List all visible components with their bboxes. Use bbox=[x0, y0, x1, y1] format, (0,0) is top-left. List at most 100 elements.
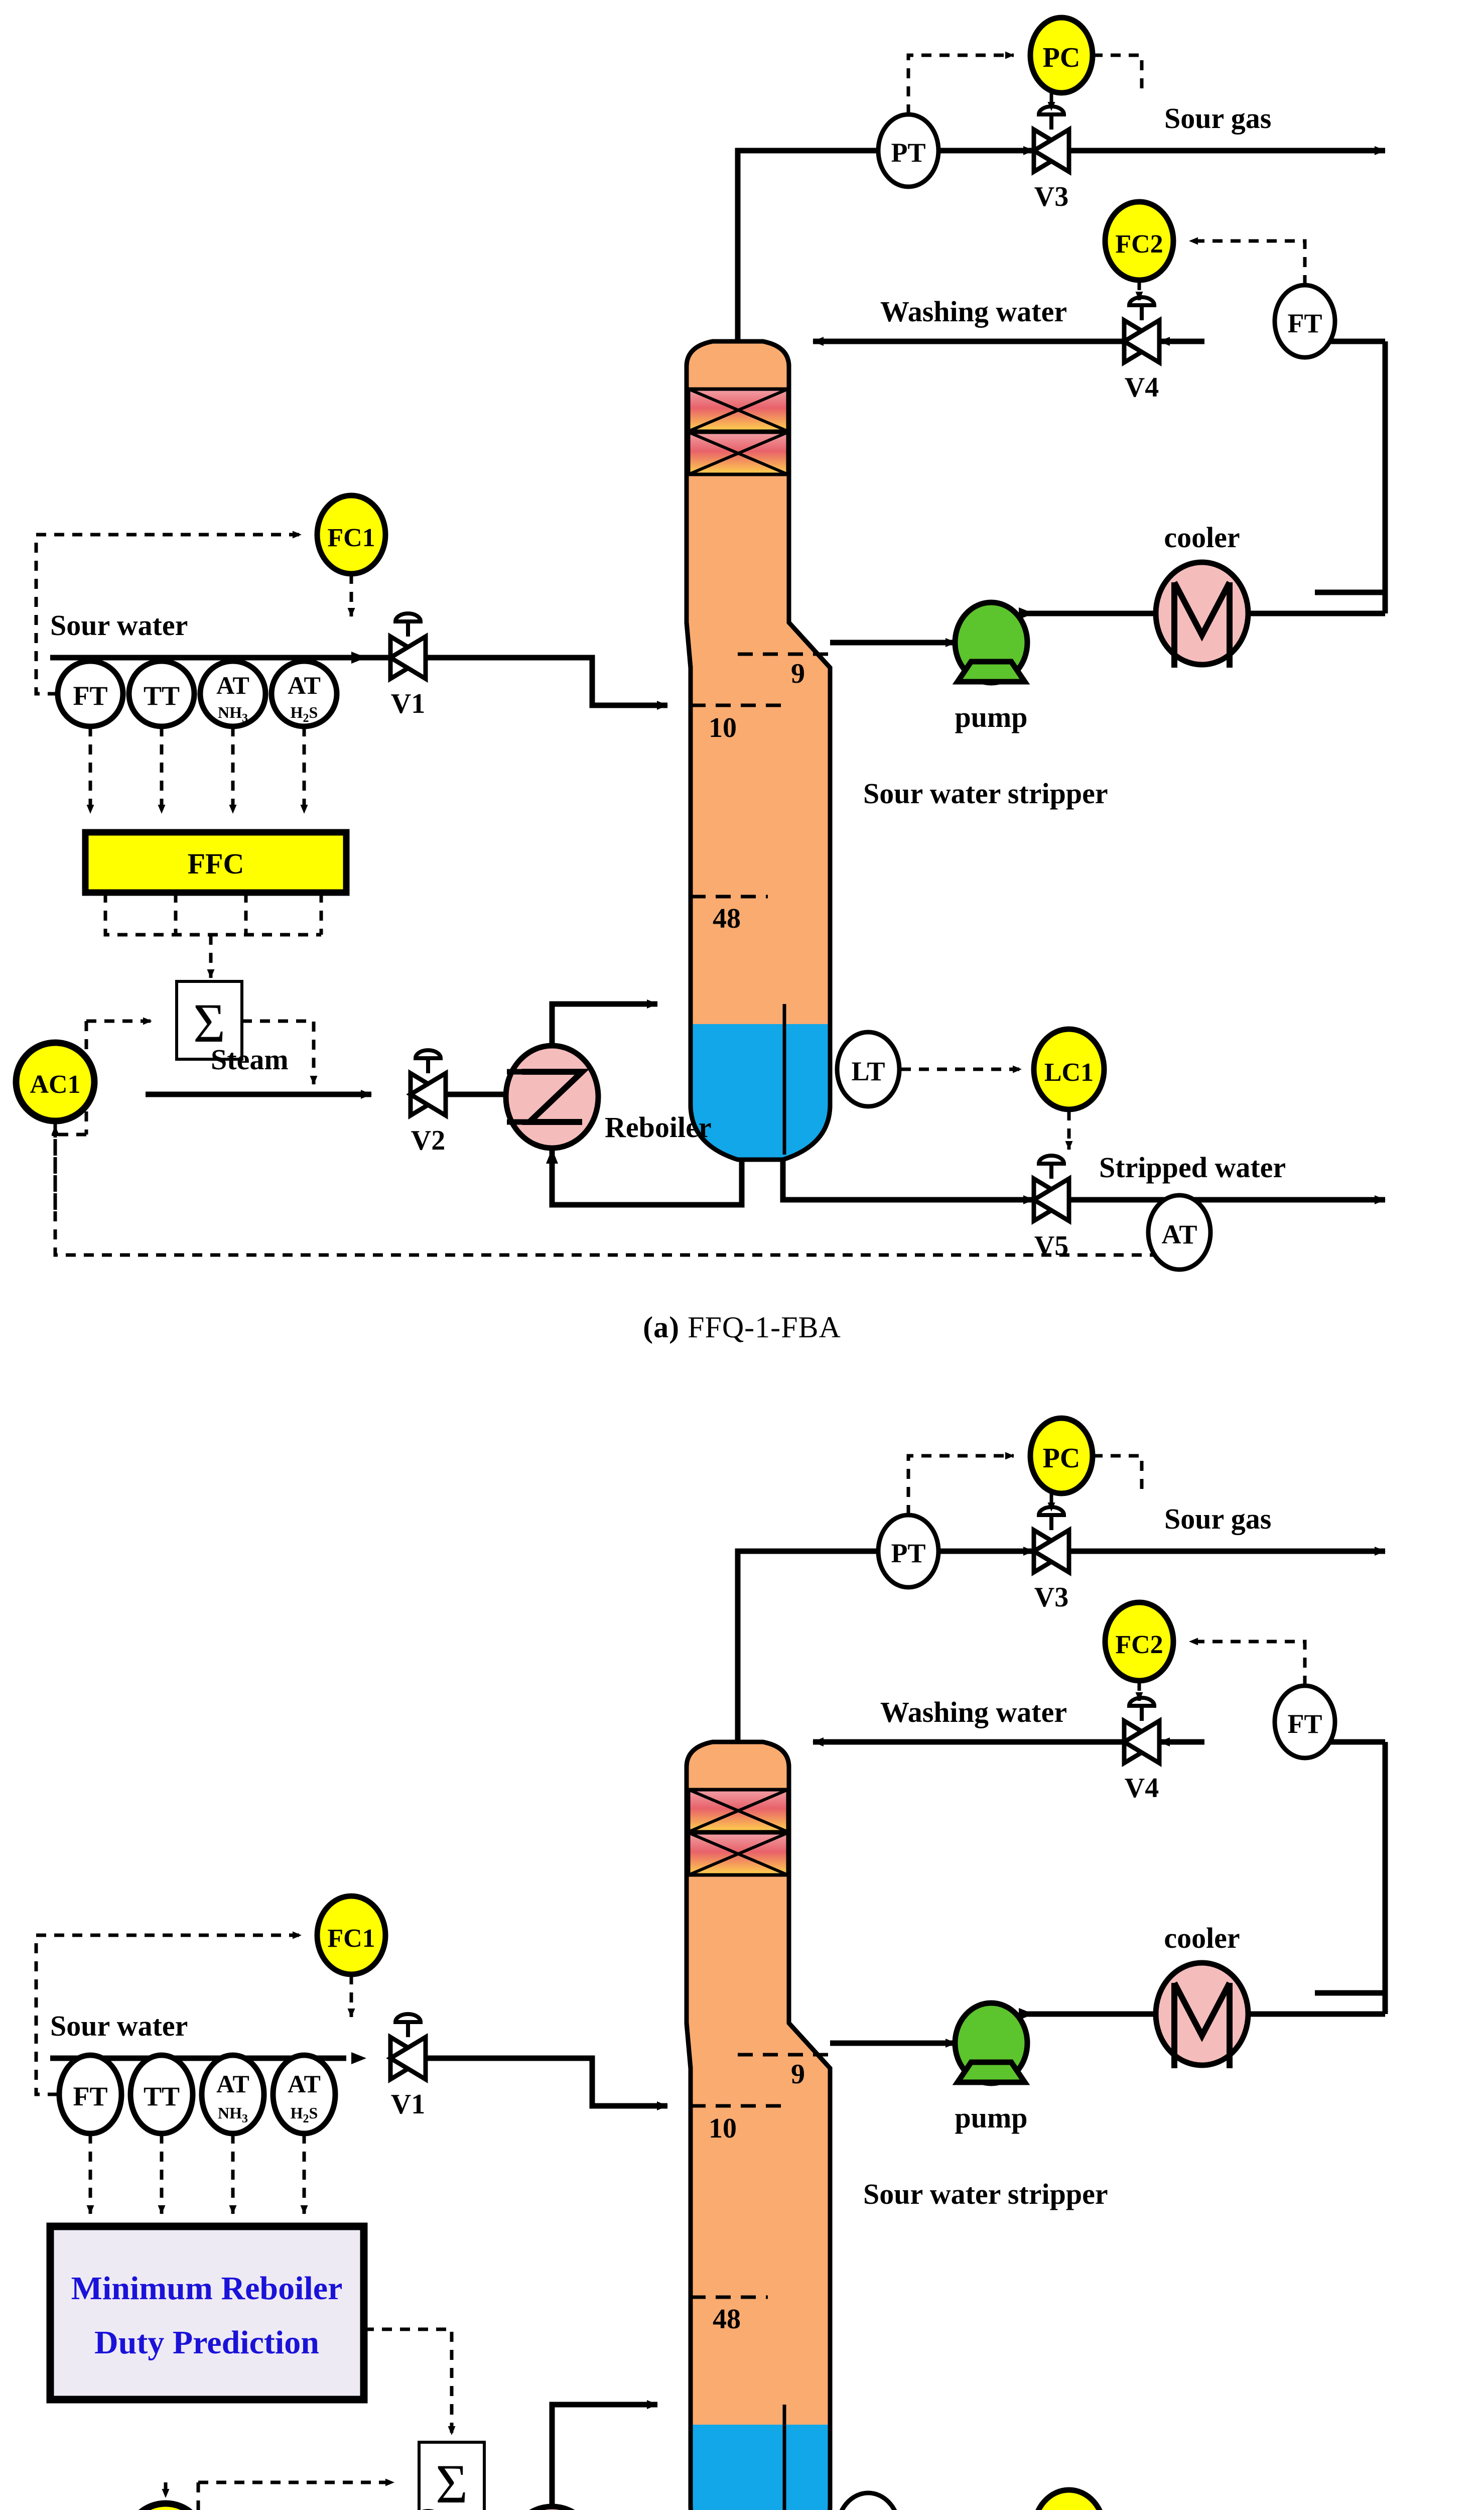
washing-water-label-a: Washing water bbox=[880, 295, 1067, 328]
instrument-lt-b[interactable]: LT bbox=[837, 2490, 899, 2510]
tray-label-9-b: 9 bbox=[791, 2059, 805, 2090]
valve-v3-label-b: V3 bbox=[1034, 1582, 1068, 1613]
instrument-lt-a[interactable]: LT bbox=[835, 1030, 902, 1109]
instrument-fc2-label-b: FC2 bbox=[1115, 1630, 1163, 1659]
sensor-ft-a[interactable]: FT bbox=[55, 658, 126, 729]
ffc-block-a: FFC bbox=[82, 829, 350, 896]
reboiler-label-a: Reboiler bbox=[605, 1111, 712, 1144]
sensor-tt-b[interactable]: TT bbox=[127, 2052, 196, 2137]
instrument-pt-b[interactable]: PT bbox=[876, 1513, 941, 1590]
cooler-a bbox=[1153, 341, 1388, 668]
sensor-ft-b[interactable]: FT bbox=[56, 2052, 124, 2137]
ffc-block-label-a: FFC bbox=[188, 847, 244, 880]
pump-b bbox=[830, 2000, 1154, 2086]
tray-marks-b bbox=[691, 2053, 830, 2299]
valve-v2-a[interactable] bbox=[406, 1048, 450, 1119]
instrument-at-outlet-a[interactable]: AT bbox=[1146, 1193, 1213, 1272]
sour-gas-label-b: Sour gas bbox=[1164, 1502, 1271, 1535]
sensor-tt-a[interactable]: TT bbox=[126, 658, 197, 729]
packing-bed-lower-b bbox=[687, 1831, 790, 1877]
sensor-at-h2s-label-b: AT bbox=[288, 2070, 321, 2098]
cooler-label-a: cooler bbox=[1164, 521, 1240, 554]
panel-a-caption-prefix: (a) bbox=[643, 1311, 680, 1344]
instrument-pc-a[interactable]: PC bbox=[1027, 15, 1096, 96]
instrument-lc1-label-a: LC1 bbox=[1044, 1058, 1094, 1087]
column-label-b: Sour water stripper bbox=[863, 2178, 1108, 2210]
packing-bed-lower-a bbox=[687, 430, 790, 476]
sensor-at-nh3-b[interactable]: AT NH3 bbox=[199, 2052, 267, 2137]
stripped-water-line-a bbox=[780, 1160, 1386, 1204]
tray-label-10-b: 10 bbox=[709, 2113, 737, 2144]
tray-marks-a bbox=[691, 652, 830, 899]
cooler-b bbox=[1153, 1742, 1388, 2068]
summation-symbol-b: Σ bbox=[436, 2453, 468, 2510]
column-vessel-a bbox=[684, 339, 833, 1162]
valve-v1-label-a: V1 bbox=[391, 688, 425, 719]
sensor-ft-label-b: FT bbox=[73, 2081, 107, 2111]
column-label-a: Sour water stripper bbox=[863, 777, 1108, 810]
panel-a-diagram: 9 10 48 Sour water stripper Sour gas V3 … bbox=[13, 15, 1388, 1272]
valve-v1-a[interactable] bbox=[346, 611, 430, 683]
washing-water-label-b: Washing water bbox=[880, 1696, 1067, 1728]
sensor-at-h2s-label-a: AT bbox=[288, 671, 321, 699]
controller-ac1-a[interactable]: AC1 bbox=[13, 1039, 98, 1124]
sensor-at-nh3-label-b: AT bbox=[216, 2070, 249, 2098]
valve-v3-b[interactable] bbox=[1029, 1505, 1073, 1576]
prediction-block-line1: Minimum Reboiler bbox=[71, 2270, 343, 2307]
valve-v1-label-b: V1 bbox=[391, 2089, 425, 2120]
valve-v4-label-a: V4 bbox=[1125, 372, 1159, 403]
tray-label-48-b: 48 bbox=[713, 2304, 741, 2335]
instrument-lc1-b[interactable]: LC1 bbox=[1034, 2487, 1104, 2510]
washing-water-line-a bbox=[813, 337, 1388, 595]
sour-water-feed-a bbox=[50, 655, 668, 710]
valve-v4-a[interactable] bbox=[1120, 295, 1164, 366]
controller-ac1-label-a: AC1 bbox=[30, 1070, 80, 1099]
instrument-fc1-label-a: FC1 bbox=[327, 524, 375, 552]
instrument-ft-right-label-b: FT bbox=[1287, 1709, 1322, 1739]
sour-water-label-a: Sour water bbox=[50, 609, 188, 642]
sour-water-label-b: Sour water bbox=[50, 2010, 188, 2042]
instrument-ft-right-a[interactable]: FT bbox=[1272, 283, 1337, 360]
instrument-pt-a[interactable]: PT bbox=[876, 112, 941, 189]
instrument-pc-label-a: PC bbox=[1043, 42, 1081, 73]
valve-v1-b[interactable] bbox=[351, 2012, 430, 2083]
summation-block-a: Σ bbox=[175, 980, 243, 1061]
prediction-block-line2: Duty Prediction bbox=[94, 2324, 319, 2361]
cooler-label-b: cooler bbox=[1164, 1922, 1240, 1954]
pump-label-b: pump bbox=[955, 2101, 1027, 2134]
controller-ac-b[interactable]: AC bbox=[126, 2500, 205, 2510]
instrument-ft-right-b[interactable]: FT bbox=[1272, 1683, 1337, 1761]
instrument-lc1-a[interactable]: LC1 bbox=[1031, 1026, 1107, 1112]
valve-v5-a[interactable] bbox=[1029, 1154, 1073, 1225]
tray-label-48: 48 bbox=[713, 903, 741, 934]
instrument-fc1-b[interactable]: FC1 bbox=[314, 1893, 388, 1977]
valve-v3-label-a: V3 bbox=[1034, 181, 1068, 212]
sour-gas-label-a: Sour gas bbox=[1164, 102, 1271, 135]
sensor-at-h2s-b[interactable]: AT H2S bbox=[270, 2052, 338, 2137]
sensor-at-nh3-a[interactable]: AT NH3 bbox=[197, 658, 268, 729]
valve-v4-b[interactable] bbox=[1120, 1696, 1164, 1767]
instrument-fc2-b[interactable]: FC2 bbox=[1102, 1599, 1176, 1684]
valve-v2-label-a: V2 bbox=[411, 1125, 445, 1156]
sensor-at-nh3-label-a: AT bbox=[216, 671, 249, 699]
valve-v3-a[interactable] bbox=[1029, 104, 1073, 176]
tray-label-10: 10 bbox=[709, 712, 737, 743]
instrument-pc-b[interactable]: PC bbox=[1027, 1415, 1096, 1496]
sensor-ft-label-a: FT bbox=[73, 681, 107, 711]
stripped-water-label-a: Stripped water bbox=[1099, 1151, 1286, 1184]
sensor-tt-label-b: TT bbox=[144, 2081, 180, 2111]
instrument-ft-right-label-a: FT bbox=[1287, 308, 1322, 338]
prediction-block-b: Minimum Reboiler Duty Prediction bbox=[46, 2222, 368, 2404]
summation-block-b: Σ bbox=[418, 2441, 486, 2510]
instrument-fc1-a[interactable]: FC1 bbox=[314, 492, 388, 577]
instrument-fc2-a[interactable]: FC2 bbox=[1102, 199, 1176, 283]
valve-v5-label-a: V5 bbox=[1034, 1230, 1068, 1262]
reboiler-a bbox=[503, 999, 745, 1208]
instrument-pt-label-a: PT bbox=[891, 138, 925, 168]
sensor-tt-label-a: TT bbox=[144, 681, 180, 711]
washing-water-line-b bbox=[813, 1737, 1388, 1996]
instrument-fc2-label-a: FC2 bbox=[1115, 230, 1163, 259]
sensor-at-h2s-a[interactable]: AT H2S bbox=[268, 658, 340, 729]
valve-v4-label-b: V4 bbox=[1125, 1773, 1159, 1804]
instrument-at-outlet-label-a: AT bbox=[1161, 1219, 1197, 1249]
